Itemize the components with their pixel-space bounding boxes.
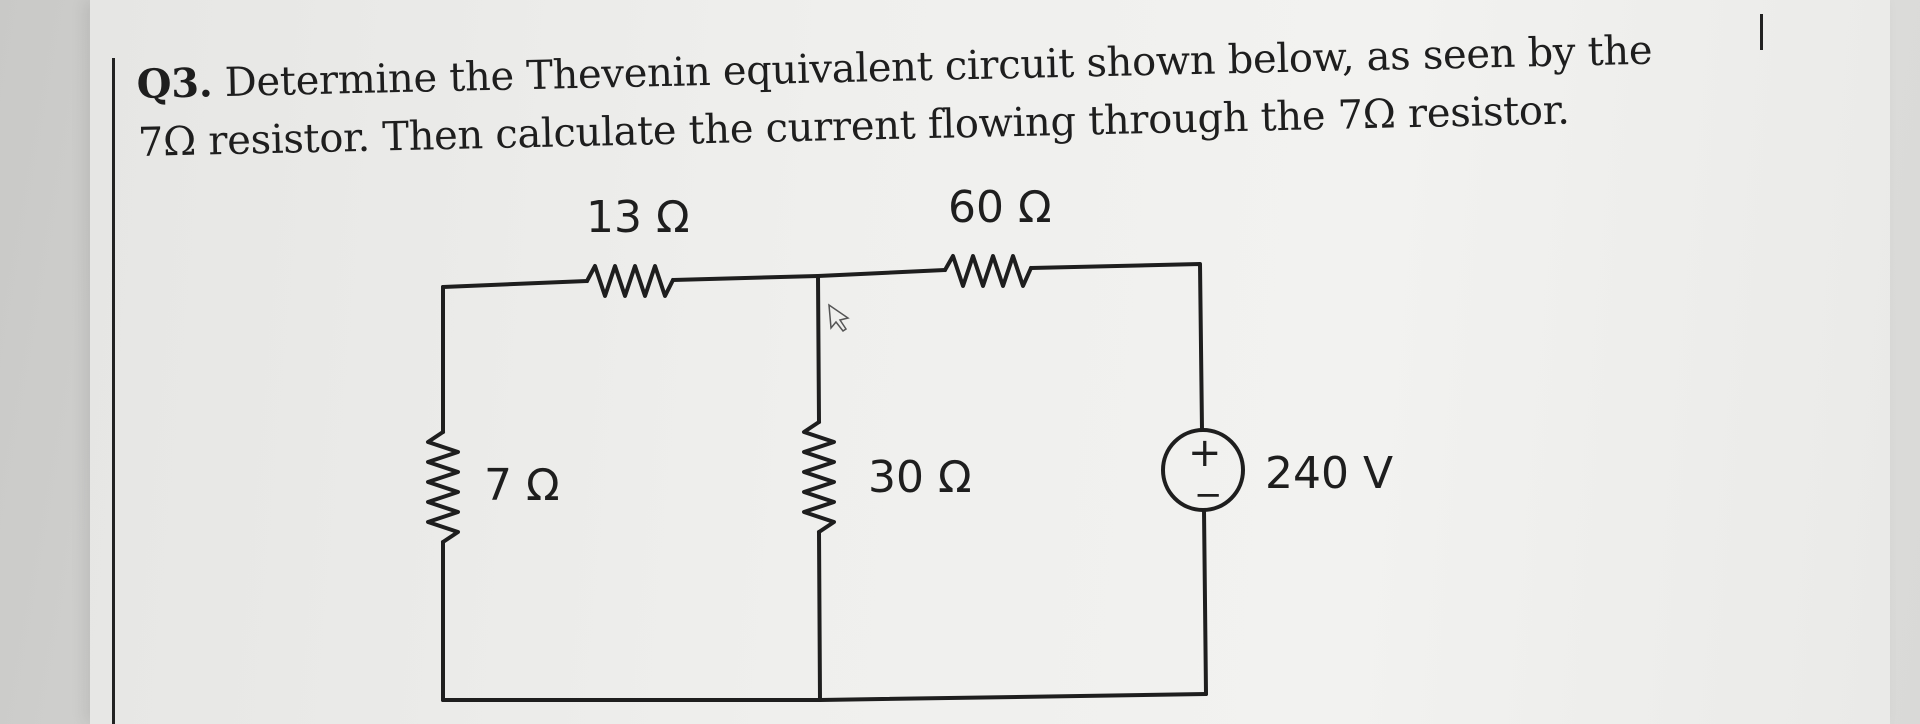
resistor-13-ohm (585, 264, 675, 298)
wire-right-bottom (1202, 508, 1208, 696)
wire-mid-top (816, 274, 821, 424)
wire-top-mid-right (816, 268, 947, 278)
resistor-7-ohm (426, 430, 460, 544)
wire-mid-bottom (817, 530, 822, 702)
resistor-60-ohm (943, 254, 1033, 288)
label-240-v: 240 V (1265, 448, 1393, 499)
frame-right-edge (1760, 14, 1763, 50)
label-60-ohm: 60 Ω (948, 182, 1052, 233)
source-plus-sign: + (1188, 430, 1222, 476)
label-7-ohm: 7 Ω (484, 460, 560, 511)
mouse-cursor-icon (828, 303, 850, 333)
wire-bottom (441, 692, 1208, 702)
voltage-source-circle (1161, 428, 1245, 512)
source-minus-sign: − (1194, 475, 1223, 515)
paper-sheet (90, 0, 1890, 724)
resistor-30-ohm (802, 420, 836, 534)
wire-top-mid (671, 274, 820, 282)
wire-top-left (441, 279, 589, 294)
frame-left-edge (112, 58, 115, 724)
wire-top-right (1029, 262, 1204, 432)
label-13-ohm: 13 Ω (586, 192, 690, 243)
label-30-ohm: 30 Ω (868, 452, 972, 503)
